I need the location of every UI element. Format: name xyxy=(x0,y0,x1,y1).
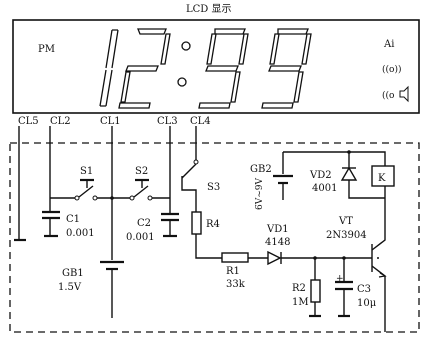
r2-value: 1M xyxy=(292,297,309,308)
c2-value: 0.001 xyxy=(126,232,155,243)
c2-label: C2 xyxy=(137,218,151,229)
vd1-label: VD1 xyxy=(266,224,289,235)
c3-value: 10μ xyxy=(357,298,377,309)
pin-cl2: CL2 xyxy=(50,116,71,127)
s1-label: S1 xyxy=(80,166,93,177)
s2-label: S2 xyxy=(135,166,148,177)
digit-1 xyxy=(99,29,119,107)
vt-value: 2N3904 xyxy=(326,230,367,241)
switch-s3 xyxy=(181,163,197,179)
digit-3 xyxy=(198,28,249,109)
gb2-label: GB2 xyxy=(250,164,272,175)
vd1-value: 4148 xyxy=(265,237,290,248)
svg-text:+: + xyxy=(336,274,344,284)
capacitor-c2 xyxy=(161,212,179,222)
diode-vd2 xyxy=(340,166,358,181)
vd2-value: 4001 xyxy=(312,183,337,194)
s3-label: S3 xyxy=(207,182,220,193)
c3-label: C3 xyxy=(357,284,371,295)
speaker-icon xyxy=(399,85,409,103)
vt-label: VT xyxy=(338,216,353,227)
gb1-label: GB1 xyxy=(62,268,84,279)
c1-label: C1 xyxy=(66,214,80,225)
r4-label: R4 xyxy=(206,219,220,230)
pm-indicator: PM xyxy=(38,44,55,55)
r1-label: R1 xyxy=(226,266,240,277)
lcd-panel xyxy=(12,19,420,114)
signal-indicator: ((o)) xyxy=(382,64,401,75)
sound-indicator: ((o xyxy=(382,90,394,101)
switch-s1 xyxy=(78,185,94,198)
colon xyxy=(177,41,191,87)
pin-cl1: CL1 xyxy=(100,116,121,127)
circuit-boundary xyxy=(9,142,420,333)
pin-cl4: CL4 xyxy=(190,116,211,127)
gb2-value: 6V~9V xyxy=(255,178,265,210)
digit-4 xyxy=(261,28,312,109)
gb1-value: 1.5V xyxy=(58,282,82,293)
c1-value: 0.001 xyxy=(66,228,95,239)
resistor-r2 xyxy=(310,279,321,303)
resistor-r4 xyxy=(191,211,202,235)
r2-label: R2 xyxy=(292,283,306,294)
capacitor-c1 xyxy=(42,210,60,220)
vd2-label: VD2 xyxy=(309,170,332,181)
k-label: K xyxy=(378,173,386,184)
r1-value: 33k xyxy=(226,279,246,290)
resistor-r1 xyxy=(221,252,249,263)
diode-vd1 xyxy=(267,250,282,266)
pin-cl5: CL5 xyxy=(18,116,39,127)
alarm-indicator: Ai xyxy=(383,39,394,50)
pin-cl3: CL3 xyxy=(157,116,178,127)
relay-k xyxy=(371,165,395,187)
digit-2 xyxy=(118,28,171,109)
diagram-title: LCD 显示 xyxy=(186,3,232,15)
switch-s2 xyxy=(133,185,149,198)
